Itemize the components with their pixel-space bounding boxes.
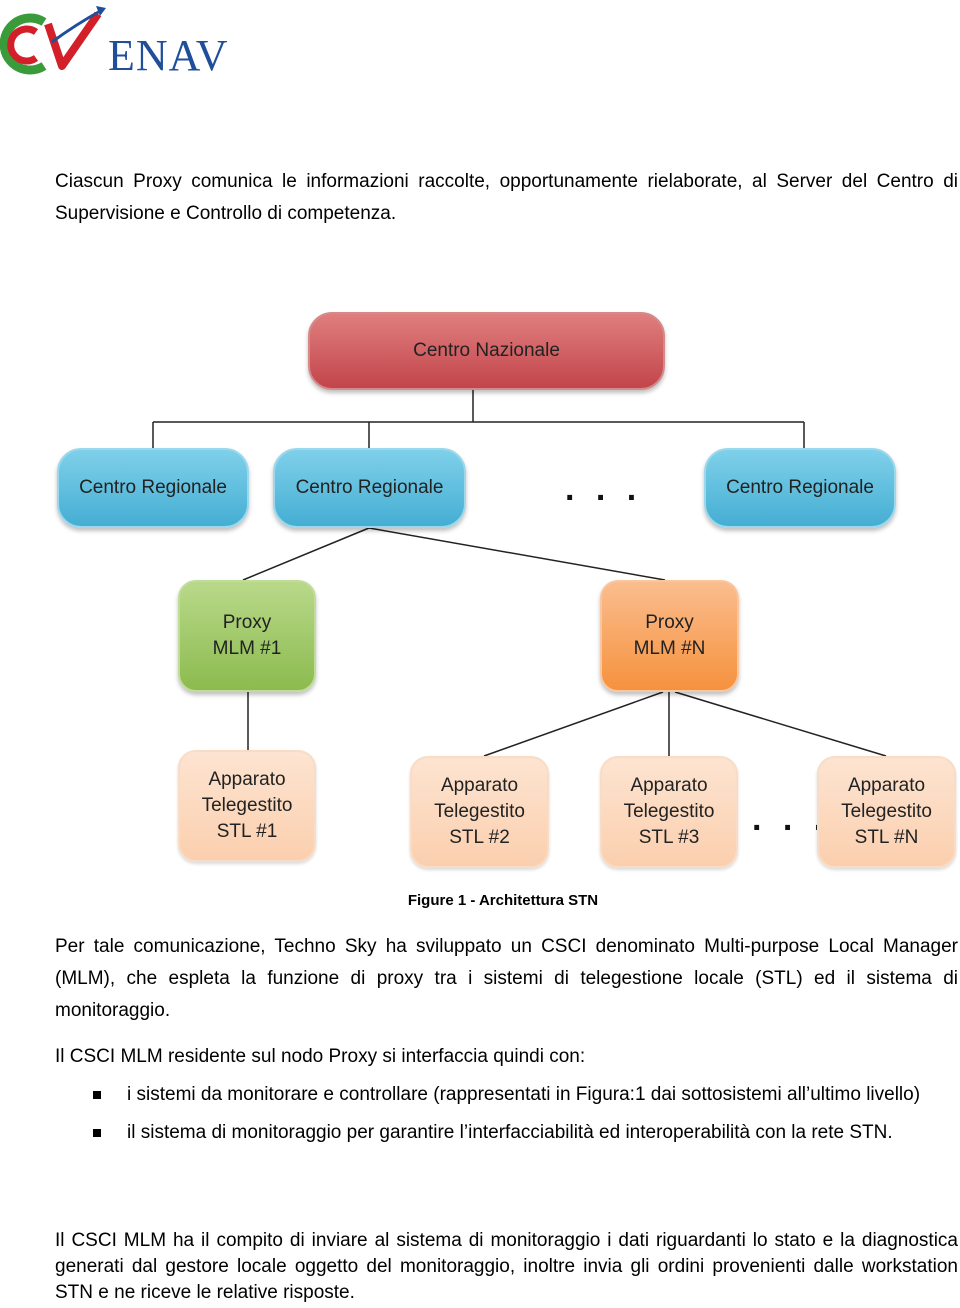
bullet-item: i sistemi da monitorare e controllare (r… <box>90 1082 958 1108</box>
apparato-stl-3-node: Apparato Telegestito STL #3 <box>600 756 738 868</box>
apparato-stl-n-node: Apparato Telegestito STL #N <box>817 756 956 868</box>
regional-ellipsis: . . . <box>565 470 643 508</box>
proxy-mlm-n-node: Proxy MLM #N <box>600 580 739 692</box>
apparato-stl-2-node: Apparato Telegestito STL #2 <box>410 756 549 868</box>
architecture-diagram: Centro Nazionale Centro Regionale Centro… <box>0 300 960 880</box>
interface-intro-paragraph: Il CSCI MLM residente sul nodo Proxy si … <box>55 1046 586 1067</box>
centro-regionale-node-n: Centro Regionale <box>704 448 896 528</box>
enav-logo-mark <box>0 6 106 75</box>
figure-caption: Figure 1 - Architettura STN <box>407 892 599 909</box>
centro-nazionale-node: Centro Nazionale <box>308 312 665 390</box>
apparato-stl-1-node: Apparato Telegestito STL #1 <box>178 750 316 862</box>
centro-regionale-node-2: Centro Regionale <box>273 448 466 528</box>
mlm-task-paragraph: Il CSCI MLM ha il compito di inviare al … <box>55 1230 958 1303</box>
centro-regionale-node-1: Centro Regionale <box>57 448 249 528</box>
mlm-description-paragraph: Per tale comunicazione, Techno Sky ha sv… <box>55 936 958 1021</box>
bullet-square-icon <box>93 1129 101 1137</box>
bullet-square-icon <box>93 1091 101 1099</box>
logo-text: ENAV <box>108 31 229 80</box>
bullet-text: i sistemi da monitorare e controllare (r… <box>127 1084 921 1105</box>
bullet-item: il sistema di monitoraggio per garantire… <box>90 1120 958 1146</box>
enav-logo: ENAV <box>0 0 250 90</box>
device-ellipsis: . . . <box>752 800 830 838</box>
bullet-text: il sistema di monitoraggio per garantire… <box>127 1122 893 1143</box>
diagram-connectors <box>152 390 887 757</box>
proxy-mlm-1-node: Proxy MLM #1 <box>178 580 316 692</box>
intro-paragraph: Ciascun Proxy comunica le informazioni r… <box>55 171 958 224</box>
interface-bullet-list: i sistemi da monitorare e controllare (r… <box>90 1082 958 1158</box>
